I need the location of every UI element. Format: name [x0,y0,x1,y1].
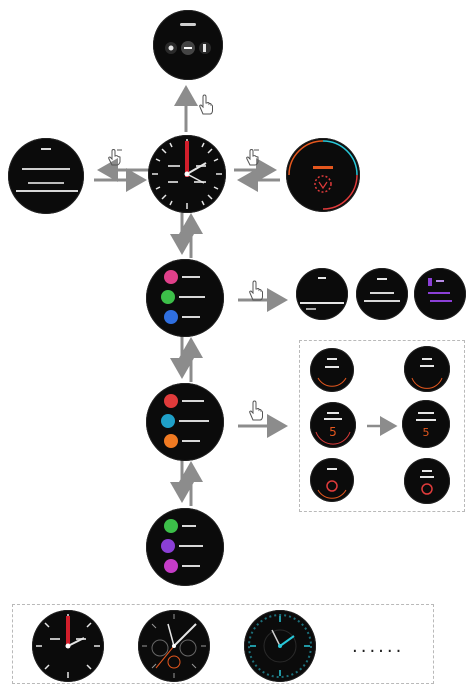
quick-settings-icons [165,23,211,55]
submenu-2-content [364,278,400,302]
detail-b3-content [420,470,434,495]
watch-face-2-analog [142,614,206,678]
menu-page-2-items [161,394,209,448]
detail-screen-a2[interactable]: 5 [310,402,356,448]
detail-a3-content [317,468,347,499]
app-menu-page-1[interactable] [146,259,224,337]
submenu-3-content [428,278,452,302]
more-watch-faces-indicator: ...... [352,636,405,657]
notification-screen[interactable] [8,138,84,214]
tap-gesture-icon-top [199,94,213,115]
watch-face-1-analog [36,614,100,678]
submenu-detail-frame [299,340,465,512]
main-analog-face [152,139,222,209]
detail-screen-b3[interactable] [404,458,450,504]
watch-face-option-1[interactable] [32,610,104,682]
submenu-screen-2[interactable] [356,268,408,320]
detail-screen-a3[interactable] [310,458,354,502]
swipe-gesture-icon-left [108,148,122,166]
workout-screen[interactable] [286,138,360,212]
tap-gesture-icon-menu2 [249,400,263,421]
detail-b2-content: 5 [416,412,436,439]
notification-content [16,148,78,192]
workout-rings [288,140,358,210]
main-watch-face[interactable] [148,135,226,213]
submenu-1-content [300,277,344,310]
menu-page-3-items [161,519,203,573]
app-menu-page-3[interactable] [146,508,224,586]
quick-settings-screen[interactable] [153,10,223,80]
submenu-screen-1[interactable] [296,268,348,320]
detail-a1-content [317,358,347,387]
submenu-screen-3[interactable] [414,268,466,320]
detail-a2-content: 5 [315,412,351,445]
watch-face-option-2[interactable] [138,610,210,682]
detail-screen-a1[interactable] [310,348,354,392]
svg-text:5: 5 [423,426,430,439]
svg-text:5: 5 [329,425,337,439]
watch-face-3-analog [248,614,312,678]
swipe-gesture-icon-right [246,148,259,166]
watch-face-option-3[interactable] [244,610,316,682]
tap-gesture-icon-menu1 [249,280,263,301]
detail-screen-b1[interactable] [404,346,450,392]
detail-b1-content [411,358,443,389]
menu-page-1-items [161,270,205,324]
app-menu-page-2[interactable] [146,383,224,461]
detail-screen-b2[interactable]: 5 [402,400,450,448]
